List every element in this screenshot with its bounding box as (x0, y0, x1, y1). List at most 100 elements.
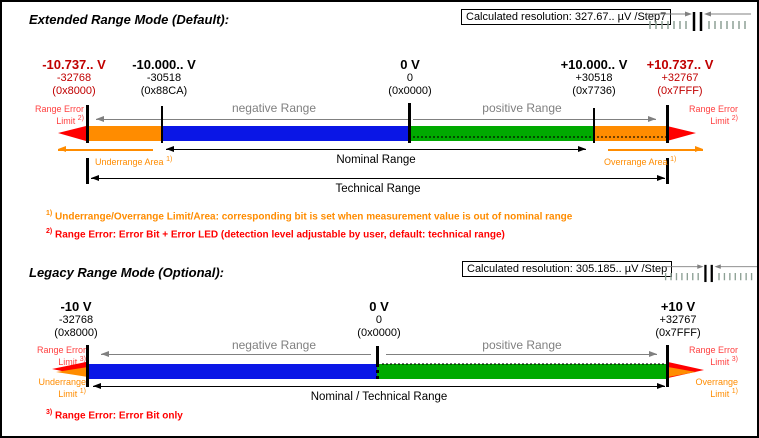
voltage-label: -10.000.. V (132, 57, 196, 72)
overrange-limit-label: Overrange Limit 1) (695, 377, 738, 399)
arrowhead-left (91, 175, 99, 181)
arrowhead-right (657, 383, 665, 389)
range-error-limit-label-right: Range Error Limit 3) (688, 345, 738, 367)
technical-range-label: Technical Range (335, 183, 421, 195)
negative-range-arrow (96, 116, 408, 123)
voltage-label: -10 V (60, 299, 92, 314)
hex-value: (0x0000) (388, 85, 432, 97)
arrow-line (166, 149, 586, 150)
value-column-zero: 0 V 0 (0x0000) (357, 299, 400, 340)
tick-neg-technical-limit (86, 105, 89, 143)
tick-pos-nominal-limit (593, 108, 595, 143)
tick-zero (376, 346, 379, 364)
raw-value: -32768 (58, 314, 94, 326)
arrowhead-right (649, 351, 657, 357)
underrange-arrow-tip-left (56, 367, 88, 377)
hex-value: (0x7736) (572, 85, 616, 97)
arrow-line (93, 386, 665, 387)
voltage-label: -10.737.. V (42, 57, 106, 72)
technical-range-arrow (91, 175, 665, 182)
value-column-pos-limit: +10.737.. V +32767 (0x7FFF) (647, 57, 714, 98)
negative-range-label: negative Range (231, 338, 317, 352)
hex-value: (0x88CA) (140, 85, 188, 97)
tick-technical-right-lower (666, 158, 669, 184)
value-column-neg: -10 V -32768 (0x8000) (54, 299, 97, 340)
hex-value: (0x7FFF) (657, 85, 703, 97)
arrowhead-left (93, 383, 101, 389)
footnote-range-error-extended: 2) Range Error: Error Bit + Error LED (d… (46, 228, 505, 241)
raw-value: +32767 (659, 314, 697, 326)
negative-range-segment (162, 126, 408, 141)
range-error-limit-label-right: Range Error Limit 2) (688, 104, 738, 126)
tick-pos-limit (666, 345, 669, 387)
raw-value: +32767 (661, 72, 699, 84)
arrow-line (413, 119, 656, 120)
range-error-arrow-tip-left (58, 126, 86, 141)
raw-value: 0 (375, 314, 383, 326)
tick-neg-nominal-limit (161, 106, 163, 143)
resolution-step-ruler-icon (646, 11, 751, 31)
overrange-arrow-tip-right (668, 367, 696, 377)
raw-value: -32768 (56, 72, 92, 84)
positive-range-label: positive Range (482, 338, 562, 352)
legacy-resolution-box: Calculated resolution: 305.185.. µV /Ste… (462, 261, 673, 277)
extended-resolution-box: Calculated resolution: 327.67.. µV /Step… (461, 9, 672, 25)
range-error-arrow-tip-right (667, 126, 696, 141)
arrowhead-right (578, 146, 586, 152)
negative-range-segment (88, 364, 377, 379)
negative-range-label: negative Range (231, 101, 317, 115)
positive-range-label: positive Range (482, 101, 562, 115)
overrange-area-segment (594, 126, 667, 141)
arrow-line (386, 354, 657, 355)
underrange-area-arrow (58, 146, 153, 153)
hex-value: (0x7FFF) (655, 327, 701, 339)
tick-pos-technical-limit (666, 105, 669, 143)
arrowhead-right (648, 116, 656, 122)
legacy-section-title: Legacy Range Mode (Optional): (29, 265, 225, 280)
value-column-pos: +10 V +32767 (0x7FFF) (655, 299, 700, 340)
raw-value: 0 (406, 72, 414, 84)
arrow-line (101, 354, 371, 355)
hex-value: (0x8000) (54, 327, 98, 339)
voltage-label: +10.737.. V (646, 57, 714, 72)
nominal-range-dotted-line (408, 136, 667, 138)
arrow-line (91, 178, 665, 179)
arrowhead-left (96, 116, 104, 122)
arrow-line (608, 149, 703, 151)
range-error-limit-label-left: Range Error Limit 2) (34, 104, 84, 126)
nominal-range-dotted-line (377, 363, 668, 365)
arrowhead-right (657, 175, 665, 181)
positive-range-arrow (386, 351, 657, 358)
arrowhead-left (101, 351, 109, 357)
tick-neg-limit (86, 345, 89, 387)
voltage-label: +10 V (660, 299, 696, 314)
raw-value: -30518 (146, 72, 182, 84)
nominal-range-label: Nominal Range (336, 154, 416, 166)
voltage-label: +10.000.. V (560, 57, 628, 72)
voltage-label: 0 V (400, 57, 420, 72)
value-column-neg-limit: -10.737.. V -32768 (0x8000) (42, 57, 106, 98)
extended-section-title: Extended Range Mode (Default): (29, 12, 230, 27)
underrange-area-label: Underrange Area 1) (95, 156, 173, 167)
hex-value: (0x8000) (52, 85, 96, 97)
nominal-technical-range-arrow (93, 383, 665, 390)
negative-range-arrow (101, 351, 371, 358)
raw-value: +30518 (575, 72, 613, 84)
overrange-area-arrow (608, 146, 703, 153)
arrowhead-left (166, 146, 174, 152)
underrange-area-segment (86, 126, 162, 141)
arrowhead-right (695, 146, 703, 152)
value-column-zero: 0 V 0 (0x0000) (388, 57, 431, 98)
tick-technical-left-lower (86, 158, 89, 184)
value-column-neg-nominal: -10.000.. V -30518 (0x88CA) (132, 57, 196, 98)
nominal-technical-range-label: Nominal / Technical Range (310, 391, 448, 403)
footnote-underrange-overrange: 1) Underrange/Overrange Limit/Area: corr… (46, 210, 573, 223)
voltage-label: 0 V (369, 299, 389, 314)
underrange-limit-label: Underrange Limit 1) (38, 377, 86, 399)
arrowhead-left (58, 146, 66, 152)
overrange-area-label: Overrange Area 1) (604, 156, 677, 167)
tick-zero-dotted (376, 364, 379, 379)
resolution-step-ruler-icon (662, 264, 757, 283)
arrow-line (58, 149, 153, 151)
